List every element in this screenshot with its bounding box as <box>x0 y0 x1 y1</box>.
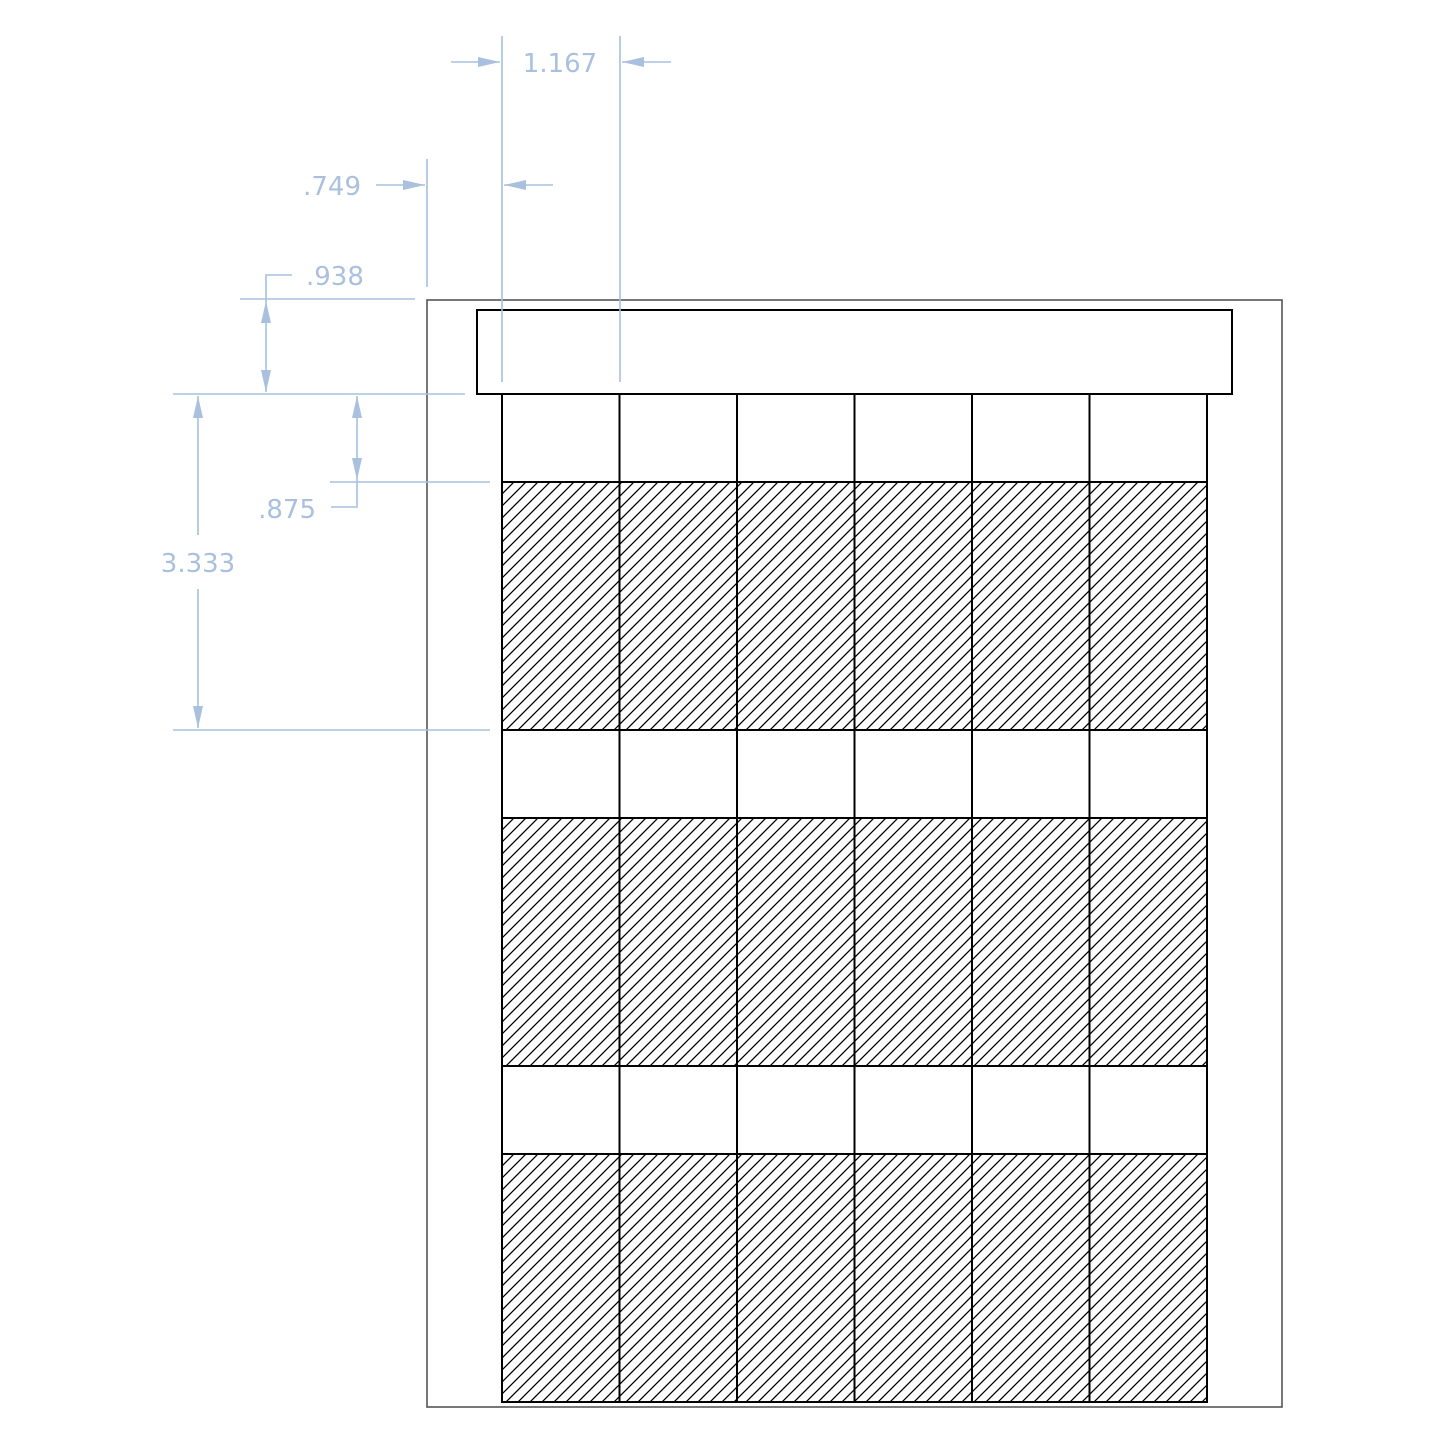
hatched-cell <box>1088 1153 1208 1403</box>
dimension-label: .875 <box>258 495 316 525</box>
hatched-cell <box>501 817 621 1067</box>
dimension-top-bar-height: .938 <box>173 262 465 395</box>
hatched-cell <box>618 481 738 731</box>
blank-cell <box>853 1065 973 1155</box>
blank-cell <box>618 393 738 483</box>
hatched-cell <box>853 1153 973 1403</box>
hatched-cell <box>1088 817 1208 1067</box>
blank-cell <box>501 1065 621 1155</box>
hatched-cell <box>853 481 973 731</box>
dimension-cell-pitch: 3.333 <box>161 396 490 731</box>
blank-cell <box>1088 729 1208 819</box>
hatched-cell <box>501 1153 621 1403</box>
hatched-cell <box>853 817 973 1067</box>
hatched-cell <box>736 481 856 731</box>
blank-cell <box>1088 393 1208 483</box>
hatched-cell <box>971 481 1091 731</box>
hatched-cell <box>1088 481 1208 731</box>
hatched-cell <box>971 817 1091 1067</box>
dimension-label: .938 <box>306 262 364 292</box>
blank-cell <box>971 729 1091 819</box>
outer-frame <box>426 299 1283 1408</box>
top-bar <box>476 309 1233 395</box>
dimension-column-width: 1.167 <box>451 36 671 382</box>
hatched-cell <box>501 481 621 731</box>
blank-cell <box>736 729 856 819</box>
blank-cell <box>736 1065 856 1155</box>
dimension-label: 3.333 <box>161 549 235 579</box>
hatched-cell <box>736 817 856 1067</box>
dimension-label: .749 <box>303 172 361 202</box>
hatched-cell <box>618 1153 738 1403</box>
blank-cell <box>971 393 1091 483</box>
blank-cell <box>853 393 973 483</box>
hatched-cell <box>971 1153 1091 1403</box>
dimension-gap-height: .875 <box>258 396 490 525</box>
blank-cell <box>618 1065 738 1155</box>
cell-grid <box>501 393 1208 1403</box>
hatched-cell <box>618 817 738 1067</box>
blank-cell <box>501 729 621 819</box>
blank-cell <box>853 729 973 819</box>
dimension-left-offset: .749 <box>303 159 553 287</box>
blank-cell <box>971 1065 1091 1155</box>
hatched-cell <box>736 1153 856 1403</box>
blank-cell <box>501 393 621 483</box>
blank-cell <box>618 729 738 819</box>
blank-cell <box>736 393 856 483</box>
dimension-label: 1.167 <box>523 49 597 79</box>
blank-cell <box>1088 1065 1208 1155</box>
